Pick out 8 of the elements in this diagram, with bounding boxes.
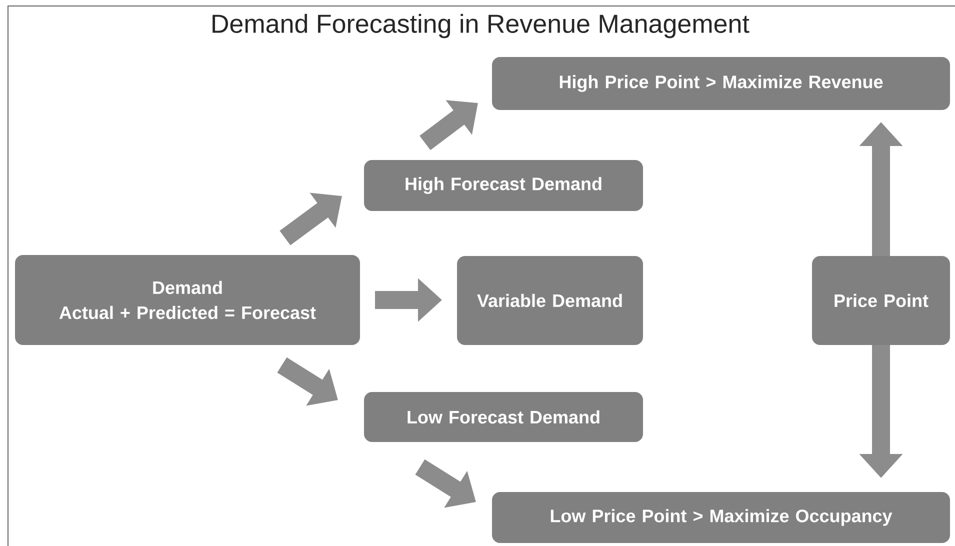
process-box: Low Price Point > Maximize Occupancy (492, 492, 950, 543)
process-box: Low Forecast Demand (364, 392, 643, 442)
process-box: High Forecast Demand (364, 160, 643, 211)
title: Demand Forecasting in Revenue Management (212, 14, 750, 38)
process-box: Demand Actual + Predicted = Forecast (15, 255, 360, 345)
process-box: High Price Point > Maximize Revenue (492, 57, 950, 110)
process-box: Price Point (812, 256, 950, 345)
process-box: Variable Demand (457, 256, 643, 345)
